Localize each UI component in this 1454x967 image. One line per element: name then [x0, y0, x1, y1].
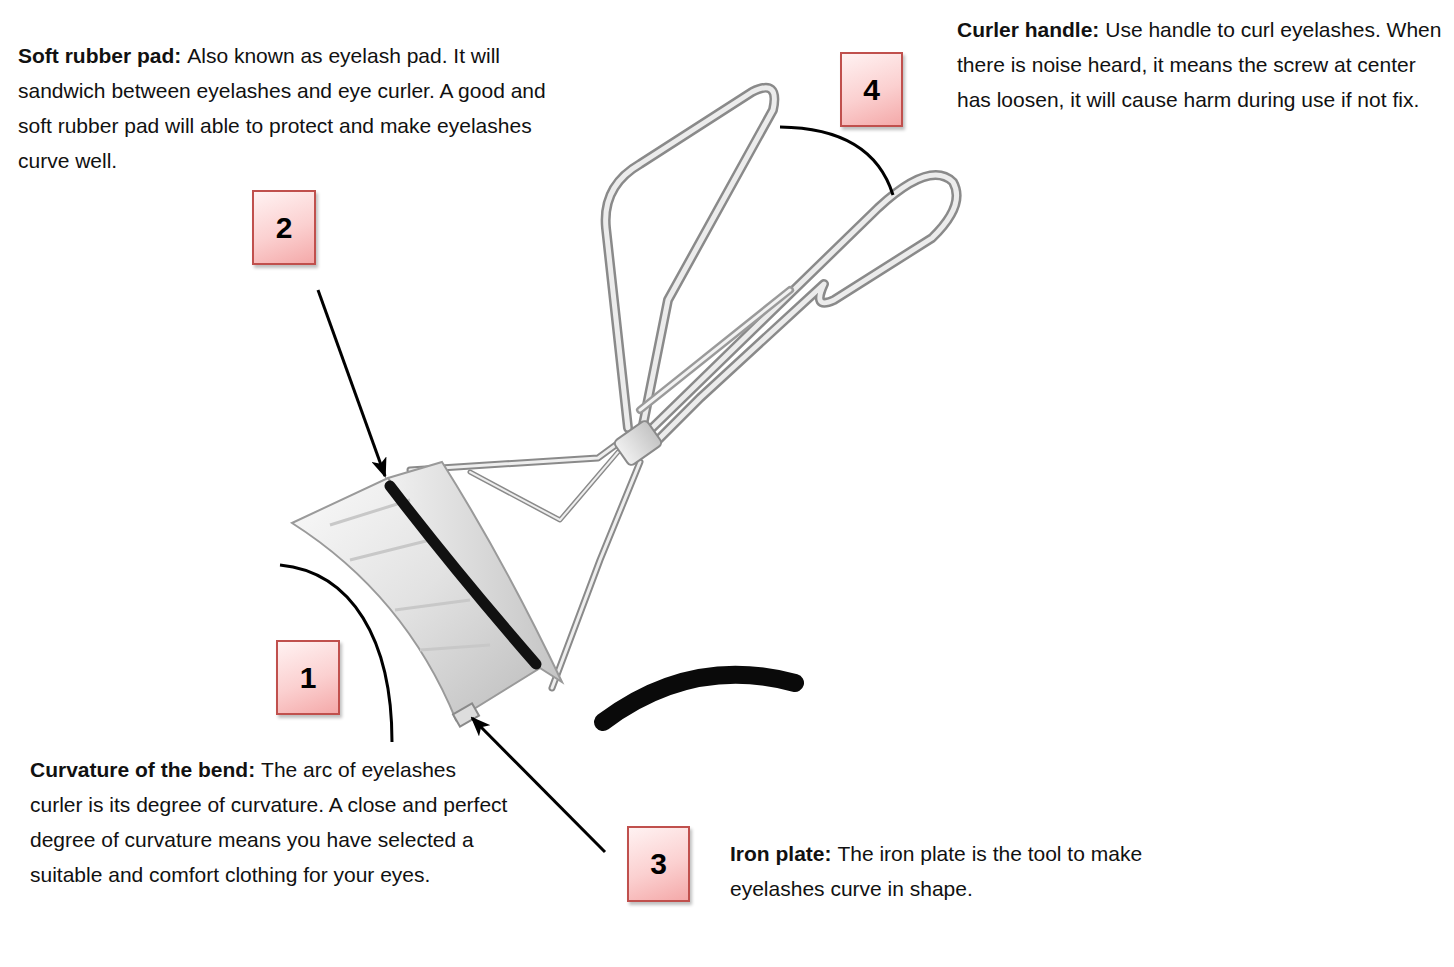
annotation: Iron plate:The iron plate is the tool to…: [730, 836, 1170, 906]
curler-arm: [552, 462, 640, 688]
callout-box: 2: [252, 190, 316, 265]
rubber-pad: [390, 486, 536, 664]
callout-number: 4: [863, 75, 880, 105]
part-name: Curvature of the bend:: [30, 758, 255, 781]
leader-arc: [780, 127, 893, 195]
plate-rim: [388, 462, 562, 682]
spare-rubber-pad: [603, 675, 795, 722]
curler-handle: [648, 175, 957, 442]
callout-box: 1: [276, 640, 340, 715]
annotation: Soft rubber pad:Also known as eyelash pa…: [18, 38, 578, 178]
curler-handle: [648, 175, 957, 442]
curler-arm: [552, 462, 640, 688]
curler-arm: [470, 452, 618, 520]
curler-rod: [640, 290, 790, 410]
curler-handle: [606, 88, 775, 430]
leader-arrow: [472, 718, 605, 852]
part-name: Iron plate:: [730, 842, 832, 865]
callout-number: 2: [276, 213, 293, 243]
annotation: Curler handle:Use handle to curl eyelash…: [957, 12, 1442, 117]
callout-number: 3: [650, 849, 667, 879]
curler-rod: [640, 290, 790, 410]
part-name: Curler handle:: [957, 18, 1099, 41]
callout-number: 1: [300, 663, 317, 693]
part-name: Soft rubber pad:: [18, 44, 181, 67]
curler-handle: [606, 88, 775, 430]
curler-arm: [470, 452, 618, 520]
leader-arrow: [318, 290, 385, 476]
callout-box: 4: [840, 52, 903, 127]
curler-hinge: [613, 419, 663, 467]
callout-box: 3: [627, 826, 690, 902]
annotation: Curvature of the bend:The arc of eyelash…: [30, 752, 510, 892]
